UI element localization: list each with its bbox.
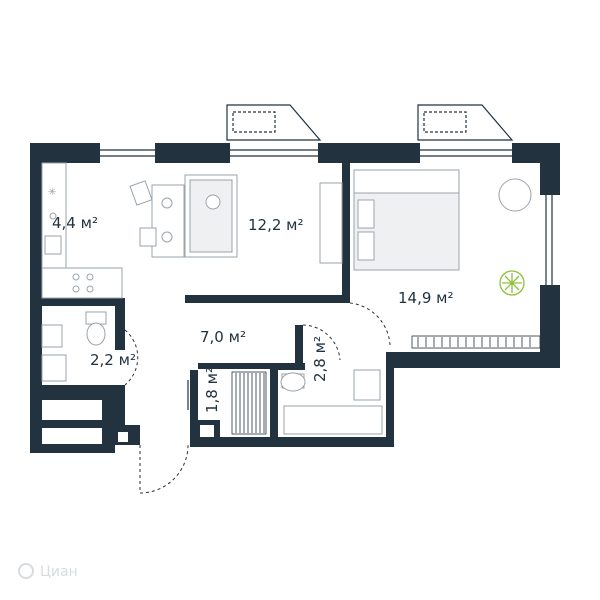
area-hall: 7,0 м² bbox=[200, 328, 246, 346]
area-living: 12,2 м² bbox=[248, 216, 304, 234]
door-entrance bbox=[139, 444, 189, 494]
balcony-box-left bbox=[226, 104, 322, 141]
wall-kitchen-wc bbox=[30, 298, 125, 306]
bathtub bbox=[283, 405, 383, 435]
storage-shelves bbox=[231, 371, 267, 435]
walls bbox=[30, 143, 560, 453]
area-storage: 1,8 м² bbox=[203, 367, 221, 413]
wall-right-bottom bbox=[540, 285, 560, 365]
wall-bath-right bbox=[386, 352, 394, 447]
balcony-boxes bbox=[226, 104, 514, 141]
wall-bottom-center bbox=[190, 437, 392, 447]
wall-wc-bottom bbox=[105, 385, 125, 425]
living-furniture bbox=[129, 174, 343, 264]
armchair bbox=[498, 178, 532, 212]
sink bbox=[41, 324, 63, 348]
wall-living-hall bbox=[185, 295, 345, 303]
door-bathroom bbox=[302, 324, 341, 361]
wall-storage-right bbox=[270, 365, 278, 447]
door-bedroom bbox=[349, 302, 391, 346]
plant-icon bbox=[499, 270, 525, 296]
wall-storage-left bbox=[190, 370, 198, 447]
svg-text:✳: ✳ bbox=[48, 187, 56, 198]
watermark-text: Циан bbox=[40, 564, 78, 580]
wall-living-bedroom bbox=[342, 163, 350, 303]
wardrobe bbox=[319, 182, 343, 264]
wall-bath-top bbox=[275, 363, 305, 370]
washer bbox=[41, 354, 67, 382]
watermark: Циан bbox=[18, 563, 78, 580]
wall-hall-bath bbox=[295, 325, 303, 370]
watermark-logo-icon bbox=[18, 563, 34, 579]
wall-wc-right bbox=[115, 300, 125, 350]
area-wc: 2,2 м² bbox=[90, 351, 136, 369]
wall-top-center bbox=[318, 143, 420, 163]
wall-top-left bbox=[30, 143, 100, 163]
area-kitchen: 4,4 м² bbox=[52, 214, 98, 232]
bathroom-furniture bbox=[280, 369, 383, 435]
kitchen-furniture: ✳ bbox=[41, 162, 123, 299]
windows bbox=[100, 149, 553, 285]
area-bedroom: 14,9 м² bbox=[398, 289, 454, 307]
toilet bbox=[85, 311, 107, 325]
wall-bedroom-bottom bbox=[392, 352, 560, 368]
area-bathroom: 2,8 м² bbox=[311, 336, 329, 382]
wall-storage-top bbox=[198, 363, 278, 369]
table bbox=[151, 184, 185, 258]
balcony-box-right bbox=[417, 104, 514, 141]
wall-right-top bbox=[540, 143, 560, 195]
radiator bbox=[411, 335, 541, 349]
door-wc bbox=[124, 329, 139, 386]
bedroom-furniture bbox=[353, 169, 541, 349]
wc-furniture bbox=[41, 311, 107, 382]
wall-top-mid bbox=[155, 143, 230, 163]
doors bbox=[124, 302, 391, 494]
radiator-fins bbox=[417, 337, 531, 347]
